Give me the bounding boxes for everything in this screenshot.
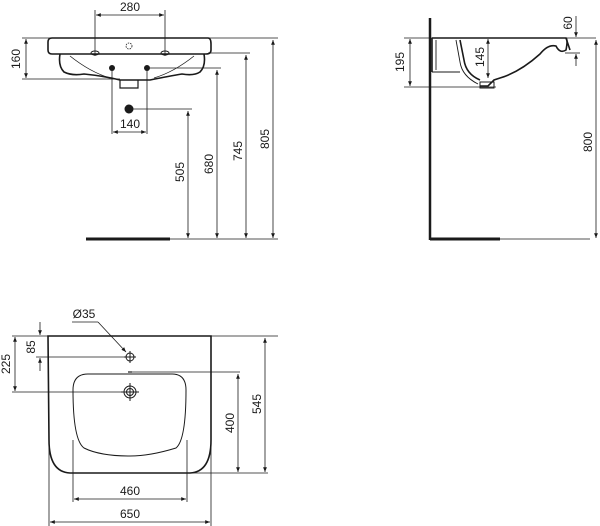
dim-overall-width: 650 [120,507,140,521]
dim-waste-offset: 225 [0,354,13,374]
dim-tap-hole-offset: 85 [24,340,38,354]
dim-basin-height: 160 [9,49,23,69]
side-basin-profile [431,37,571,89]
dim-overall-depth-plan: 545 [250,394,264,414]
dim-waste-spacing: 140 [120,117,140,131]
side-view [404,16,598,241]
dim-waste-height: 505 [173,162,187,182]
dim-tap-spacing: 280 [120,0,140,14]
dim-bowl-width: 460 [120,484,140,498]
plan-view [12,321,278,526]
dim-bowl-depth: 145 [473,47,487,67]
dim-front-lip: 60 [561,16,575,30]
waste-hole-icon [121,383,139,401]
dim-overall-depth: 195 [393,52,407,72]
plan-bowl-outline [72,373,187,457]
dim-side-rim-height: 800 [581,132,595,152]
dim-rim-height: 805 [258,129,272,149]
overflow-hole-icon [125,42,133,50]
dim-trap-height: 680 [202,154,216,174]
dim-bowl-depth-plan: 400 [223,413,237,433]
dim-underside-height: 745 [231,141,245,161]
front-basin-outline [47,37,212,89]
front-view [22,10,278,241]
waste-point-icon [124,104,134,114]
dim-tap-hole-diameter: Ø35 [73,307,96,321]
